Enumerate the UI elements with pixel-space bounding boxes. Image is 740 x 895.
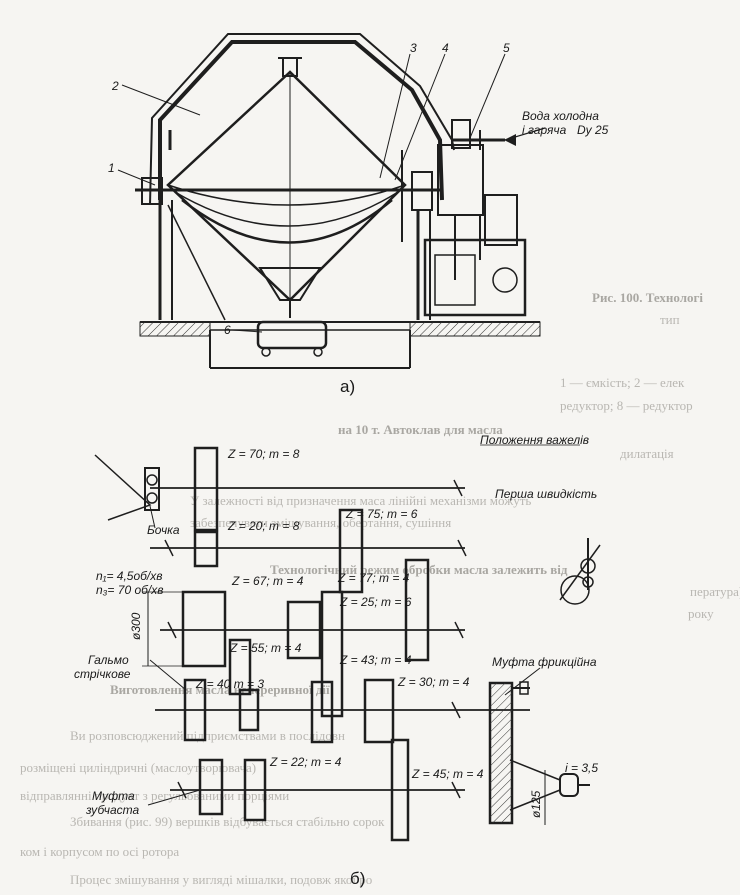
part-number-1: 1 [108, 161, 115, 175]
floor-hatch [139, 321, 211, 337]
gear-label: Z = 70; m = 8 [227, 447, 300, 461]
friction-clutch-label: Муфта фрикційна [492, 655, 597, 669]
figure-a-caption: а) [340, 377, 355, 396]
part-number-3: 3 [410, 41, 417, 55]
gear-label: Z = 77; m = 4 [337, 571, 410, 585]
bleed-line: розміщені циліндричні (маслоутворювача) [20, 760, 256, 775]
bleed-line: 1 — ємкість; 2 — елек [560, 375, 685, 390]
gear-label: Z = 75; m = 6 [345, 507, 418, 521]
bleed-line: Виготовлення масла непереривної дії [110, 682, 330, 697]
bleed-line: Процес змішування у вигляді мішалки, под… [70, 872, 372, 887]
bleed-line: У залежності від призначення маса лінійн… [190, 493, 531, 508]
bleed-line: Збивання (рис. 99) вершків відбувається … [70, 814, 385, 829]
figure-a-churn [117, 33, 546, 369]
bleed-line: забезпечувати змішування, обертання, суш… [190, 515, 451, 530]
diameter-125: ø125 [529, 790, 543, 818]
bleed-line: тип [660, 312, 680, 327]
part-number-2: 2 [111, 79, 119, 93]
gear-label: Z = 22; m = 4 [269, 755, 342, 769]
barrel-label: Бочка [147, 523, 180, 537]
clutch-hatch [490, 683, 512, 823]
water-dn: Dy 25 [577, 123, 609, 137]
bleed-line: ком і корпусом по осі ротора [20, 844, 179, 859]
water-label: Вода холодна [522, 109, 599, 123]
diameter-300: ø300 [129, 612, 143, 640]
gear-label: Z = 20; m = 8 [227, 519, 300, 533]
gear-clutch-label-2: зубчаста [85, 803, 140, 817]
figure-b-kinematics [94, 444, 601, 842]
part-number-6: 6 [224, 323, 231, 337]
bleed-line: на 10 т. Автоклав для масла [338, 422, 503, 437]
levers-title: Положення важелів [480, 433, 589, 447]
part-number-5: 5 [503, 41, 510, 55]
water-label-2: і гаряча [522, 123, 567, 137]
bleed-line: редуктор; 8 — редуктор [560, 398, 693, 413]
bleed-line: року [688, 606, 714, 621]
gear-label: Z = 45; m = 4 [411, 767, 484, 781]
gear-label: Z = 43; m = 4 [339, 653, 412, 667]
speed-n3: n₃= 70 об/хв [96, 583, 163, 597]
brake-label: Гальмо [88, 653, 129, 667]
first-speed-label: Перша швидкість [495, 487, 597, 501]
speed-n1: n₁= 4,5об/хв [96, 569, 163, 583]
gear-label: Z = 55; m = 4 [229, 641, 302, 655]
bleed-line: Ви розповсюджений підприємствами в послі… [70, 728, 345, 743]
gear-label: Z = 30; m = 4 [397, 675, 470, 689]
bleed-line: пература) залежить від особливостей конс… [690, 584, 740, 599]
bleed-line: Рис. 100. Технологі [592, 290, 703, 305]
gear-clutch-label: Муфта [92, 789, 135, 803]
bleed-line: Технологічний режим обробки масла залежи… [270, 562, 568, 577]
belt-ratio: i = 3,5 [565, 761, 598, 775]
floor-hatch [409, 321, 541, 337]
figure-b-caption: б) [350, 869, 365, 888]
bleed-line: дилатація [620, 446, 674, 461]
gear-label: Z = 25; m = 6 [339, 595, 412, 609]
gear-label: Z = 67; m = 4 [231, 574, 304, 588]
brake-label-2: стрічкове [74, 667, 131, 681]
water-arrow [504, 134, 516, 146]
gear-label: Z = 40 m = 3 [195, 677, 264, 691]
part-number-4: 4 [442, 41, 449, 55]
